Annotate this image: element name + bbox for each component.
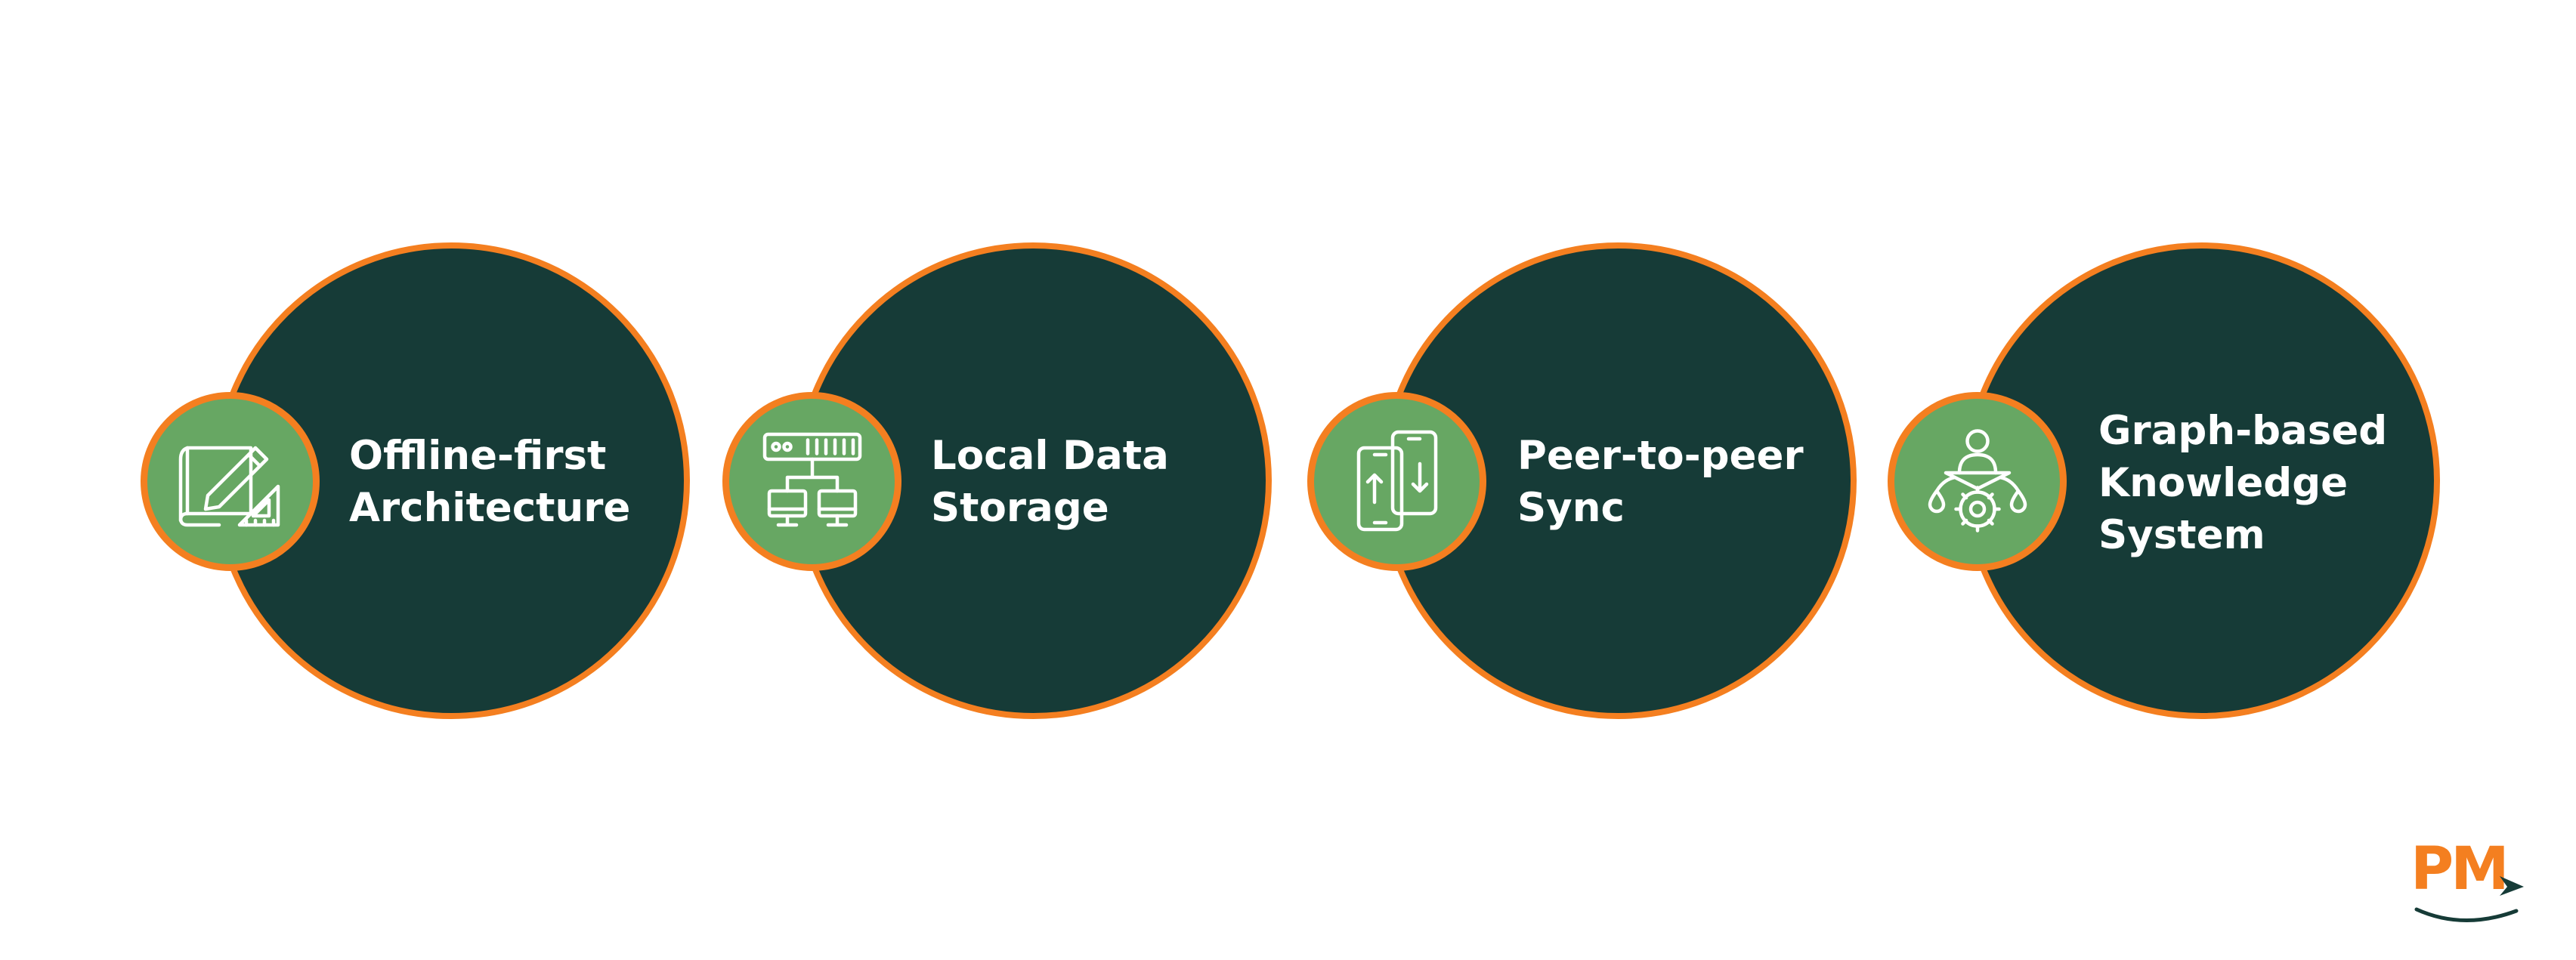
step-label-3-line-1: Peer-to-peer [1517,433,1804,479]
step-label-2-line-2: Storage [931,485,1109,531]
logo-text: PM [2411,835,2510,903]
step-label-4-line-2: Knowledge [2098,460,2349,506]
step-label-3-line-2: Sync [1517,485,1625,531]
icon-badge-4 [1888,392,2067,571]
phone-sync-icon [1356,430,1437,531]
step-label-4-line-1: Graph-based [2098,408,2388,454]
step-label-1-line-1: Offline-first [349,433,607,479]
step-label-4: Graph-based Knowledge System [2098,405,2387,561]
step-circle-3 [1380,242,1857,719]
icon-badge-1 [141,392,320,571]
server-network-icon [762,432,861,526]
logo-arrow-icon [2414,876,2524,922]
blueprint-pencil-icon [178,446,280,526]
step-label-1: Offline-first Architecture [349,430,630,534]
brand-logo: PM [2411,840,2531,923]
step-label-2: Local Data Storage [931,430,1169,534]
user-gear-icon [1928,428,2027,532]
icon-badge-3 [1307,392,1486,571]
icon-badge-2 [722,392,901,571]
step-label-4-line-3: System [2098,512,2265,558]
step-label-2-line-1: Local Data [931,433,1169,479]
step-label-3: Peer-to-peer Sync [1517,430,1804,534]
step-label-1-line-2: Architecture [349,485,631,531]
